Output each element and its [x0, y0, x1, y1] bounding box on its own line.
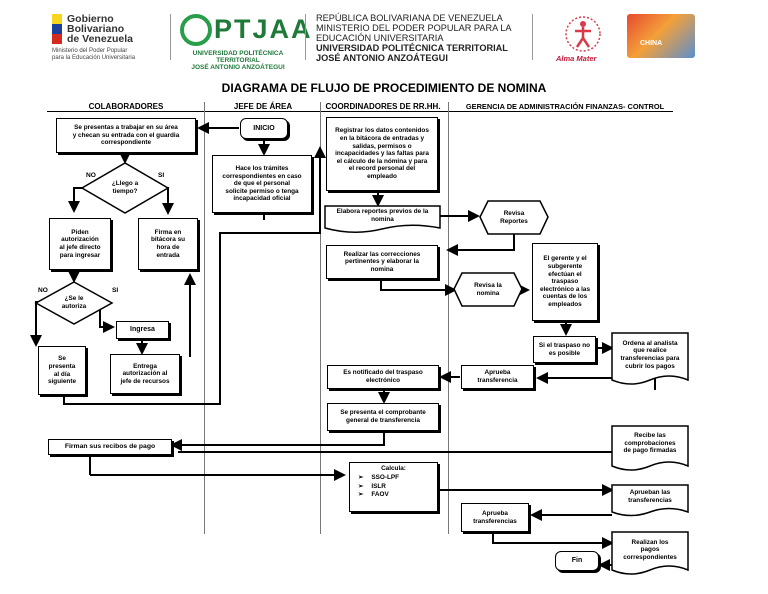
lane-header-underline [47, 111, 673, 112]
node-aprueban-transferencias: Aprueban las transferencias [628, 489, 672, 504]
uptjaa-logo-text: PTJAA [214, 14, 313, 44]
china-logo-label: CHINA [640, 40, 663, 47]
node-calcula: Calcula: ➢SSO-LPF ➢ISLR ➢FAOV [349, 462, 438, 512]
node-si-traspaso: Si el traspaso no es posible [533, 336, 596, 363]
venezuela-flag-icon [52, 14, 62, 44]
label-si: SI [158, 172, 165, 179]
node-aprueba-transferencia: Aprueba transferencia [461, 365, 534, 389]
diagram-title: DIAGRAMA DE FLUJO DE PROCEDIMIENTO DE NO… [221, 81, 547, 95]
calcula-item: ➢FAOV [358, 491, 389, 498]
node-piden-autorizacion: Piden autorización al jefe directo para … [49, 218, 111, 270]
lane-divider [320, 102, 321, 534]
lane-header-colaboradores: COLABORADORES [88, 102, 164, 111]
node-hace-tramites: Hace los trámites correspondientes en ca… [212, 155, 312, 213]
node-inicio: INICIO [240, 118, 288, 139]
node-revisa-nomina: Revisa la nomina [474, 282, 502, 297]
node-ordena-analista: Ordena al analista que realice transfere… [620, 339, 680, 370]
uptjaa-logo-subtitle: UNIVERSIDAD POLITÉCNICA TERRITORIAL JOSÉ… [191, 50, 285, 71]
node-firman-recibos: Firman sus recibos de pago [48, 439, 172, 455]
gov-logo-subtitle: Ministerio del Poder Popular para la Edu… [52, 48, 136, 61]
lane-header-jefe-area: JEFE DE ÁREA [233, 102, 293, 111]
alma-mater-logo-icon [565, 16, 601, 52]
uptjaa-logo-icon [180, 14, 212, 46]
node-se-presenta-comprobante: Se presenta el comprobante general de tr… [327, 403, 439, 431]
node-fin: Fin [555, 551, 599, 571]
node-realizan-pagos: Realizan los pagos correspondientes [623, 538, 677, 561]
node-aprueba-transferencias: Aprueba transferencias [461, 503, 529, 532]
lane-header-gerencia: GERENCIA DE ADMINISTRACIÓN FINANZAS- CON… [465, 102, 665, 111]
header-divider [532, 14, 533, 60]
document-header: Gobierno Bolivariano de Venezuela Minist… [0, 0, 768, 72]
calcula-item: ➢ISLR [358, 482, 386, 490]
node-entrega-autorizacion: Entrega autorización al jefe de recursos [110, 354, 180, 394]
node-se-le-autoriza: ¿Se le autoriza [61, 295, 87, 310]
node-revisa-reportes: Revisa Reportes [500, 210, 528, 225]
node-llego-tiempo: ¿Llego a tiempo? [111, 180, 139, 195]
label-no: NO [38, 287, 48, 294]
node-firma-bitacora: Firma en bitácora su hora de entrada [138, 218, 198, 270]
lane-divider [204, 102, 205, 534]
calcula-title: Calcula: [381, 465, 406, 472]
calcula-item: ➢SSO-LPF [358, 474, 400, 481]
node-recibe-comprobaciones: Recibe las comprobaciones de pago firmad… [623, 432, 677, 455]
gov-logo-text: Gobierno Bolivariano de Venezuela [67, 13, 133, 45]
node-se-presenta-dia: Se presenta al día siguiente [38, 346, 86, 395]
header-divider [170, 14, 171, 60]
node-se-presentas: Se presentas a trabajar en su área y che… [56, 118, 196, 153]
label-si: SI [112, 287, 119, 294]
lane-divider [448, 102, 449, 534]
node-gerente-subgerente: El gerente y el subgerente efectúan el t… [532, 243, 598, 321]
node-registrar: Registrar los datos contenidos en la bit… [326, 117, 438, 191]
node-es-notificado: Es notificado del traspaso electrónico [327, 365, 439, 389]
institution-text: REPÚBLICA BOLIVARIANA DE VENEZUELA MINIS… [316, 13, 512, 63]
node-elabora-reportes: Elabora reportes previos de la nomina [336, 208, 429, 223]
header-divider [305, 14, 306, 60]
lane-header-coordinadores: COORDINADORES DE RR.HH. [325, 102, 441, 111]
node-ingresa: Ingresa [116, 321, 169, 339]
china-logo-icon [627, 14, 695, 58]
label-no: NO [86, 172, 96, 179]
alma-mater-label: Alma Mater [556, 54, 597, 63]
node-realizar-correcciones: Realizar las correcciones pertinentes y … [326, 245, 438, 279]
